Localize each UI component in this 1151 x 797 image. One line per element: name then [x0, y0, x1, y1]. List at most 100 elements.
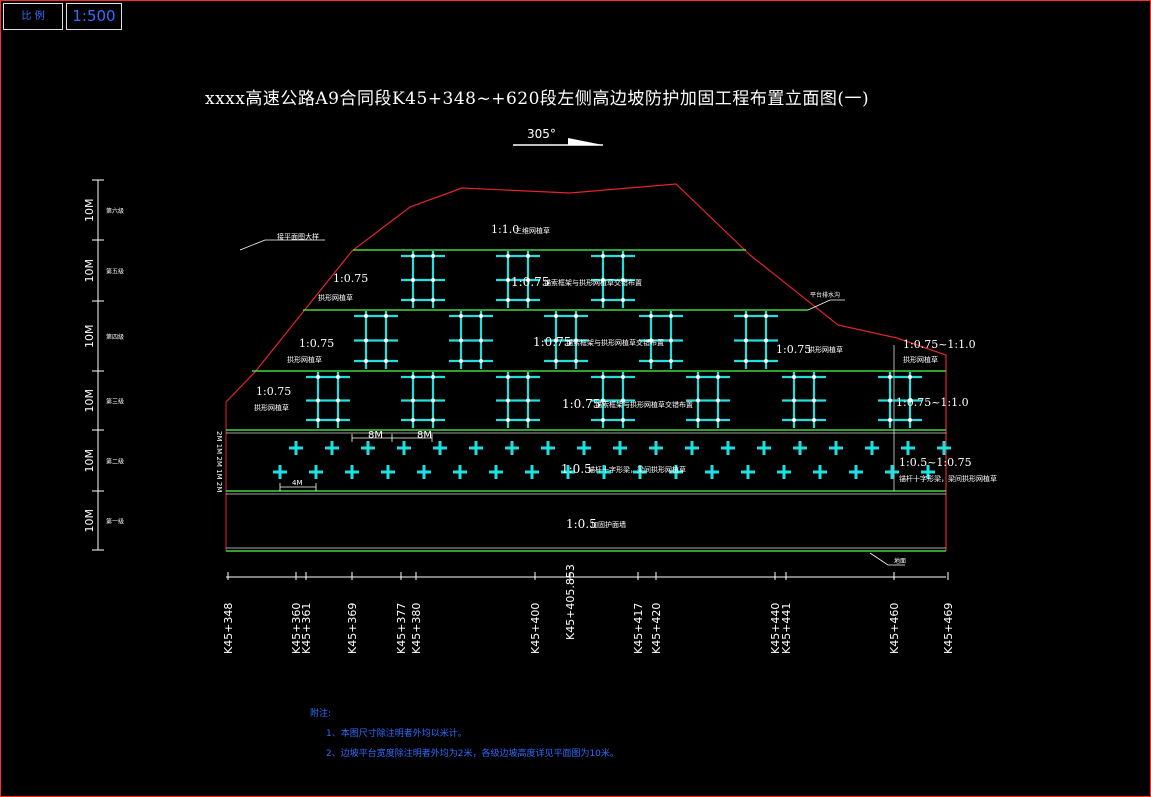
cross-beam-icon — [381, 465, 395, 479]
direction-arrow-icon — [568, 138, 603, 145]
cross-beam-icon — [901, 441, 915, 455]
cross-beam-icon — [273, 465, 287, 479]
slope-4-mid-desc: 锚索框架与拱形网植草交错布置 — [566, 338, 664, 347]
chainage-label: K45+441 — [780, 603, 793, 654]
cross-beam-icon — [685, 441, 699, 455]
cross-beam-icon — [613, 441, 627, 455]
direction-angle: 305° — [527, 127, 556, 141]
slope-5-left-desc: 拱形网植草 — [318, 293, 353, 302]
terrain-profile — [225, 183, 947, 551]
slope-3-mid-desc: 锚索框架与拱形网植草交错布置 — [595, 400, 693, 409]
level-name: 第三级 — [106, 398, 124, 406]
cross-beams — [273, 441, 951, 479]
chainage-label: K45+440 — [769, 603, 782, 654]
slope-4-right-desc: 拱形网植草 — [808, 345, 843, 354]
slope-4-right-ratio: 1:0.75 — [776, 343, 811, 356]
cross-beam-icon — [577, 441, 591, 455]
note-1: 1、本图尺寸除注明者外均以米计。 — [326, 729, 467, 739]
slope-1-mid-ratio: 1:0.5 — [566, 517, 597, 531]
anchor-frame — [782, 372, 826, 428]
slope-4-left-ratio: 1:0.75 — [299, 337, 334, 350]
cross-beam-icon — [741, 465, 755, 479]
level-height-label: 10M — [83, 259, 96, 283]
cross-beam-icon — [829, 441, 843, 455]
cross-beam-icon — [397, 441, 411, 455]
callout-top-left: 接平面图大样 — [277, 232, 319, 241]
slope-4-far-desc: 拱形网植草 — [903, 355, 938, 364]
chainage-label: K45+380 — [410, 603, 423, 654]
slope-labels: 1:1.0 三维网植草 1:0.75 拱形网植草 1:0.75 锚索框架与拱形网… — [254, 223, 997, 531]
level-height-label: 10M — [83, 325, 96, 349]
level-height-label: 10M — [83, 509, 96, 533]
anchor-frame — [496, 251, 540, 308]
anchor-frame — [449, 311, 493, 369]
cross-beam-icon — [345, 465, 359, 479]
cross-beam-icon — [721, 441, 735, 455]
slope-2-far-desc: 锚杆十字形梁，梁间拱形网植草 — [899, 474, 997, 483]
level-height-label: 10M — [83, 389, 96, 413]
drawing-title: xxxx高速公路A9合同段K45+348~+620段左侧高边坡防护加固工程布置立… — [205, 89, 870, 109]
cross-beam-icon — [325, 441, 339, 455]
notes-block: 附注: 1、本图尺寸除注明者外均以米计。 2、边坡平台宽度除注明者外均为2米，各… — [310, 704, 619, 764]
slope-4-far-ratio: 1:0.75~1:1.0 — [903, 338, 976, 351]
cross-beam-icon — [469, 441, 483, 455]
slope-3-left-desc: 拱形网植草 — [254, 403, 289, 412]
slope-2-mid-ratio: 1:0.5 — [561, 462, 592, 476]
anchor-frame — [496, 372, 540, 428]
slope-6-desc: 三维网植草 — [515, 226, 550, 235]
level-height-label: 10M — [83, 199, 96, 223]
dim-8m-2: 8M — [417, 430, 432, 441]
chainage-label: K45+348 — [222, 603, 235, 654]
anchor-frame — [401, 372, 445, 428]
level-name: 第五级 — [106, 268, 124, 276]
slope-2-far-ratio: 1:0.5~1:0.75 — [899, 456, 972, 469]
chainage-label: K45+417 — [632, 603, 645, 654]
cross-beam-icon — [649, 441, 663, 455]
cross-beam-icon — [813, 465, 827, 479]
anchor-frame — [354, 311, 398, 369]
anchor-frame — [544, 311, 588, 369]
chainage-label: K45+369 — [346, 603, 359, 654]
cross-beam-icon — [541, 441, 555, 455]
anchor-frame — [686, 372, 730, 428]
cross-beam-icon — [865, 441, 879, 455]
anchor-frame — [401, 251, 445, 308]
chainage-label: K45+460 — [888, 603, 901, 654]
berm-lines — [226, 249, 946, 552]
anchor-frame — [591, 372, 635, 428]
chainage-label: K45+361 — [300, 603, 313, 654]
cross-beam-icon — [705, 465, 719, 479]
cross-beam-icon — [633, 465, 647, 479]
callout-platform: 平台排水沟 — [810, 291, 840, 299]
level-name: 第一级 — [106, 518, 124, 526]
notes-heading: 附注: — [310, 709, 332, 719]
callout-leader-ground — [869, 552, 905, 566]
scale-value: 1:500 — [66, 3, 122, 30]
note-2: 2、边坡平台宽度除注明者外均为2米，各级边坡高度详见平面图为10米。 — [326, 749, 619, 759]
cross-beam-icon — [361, 441, 375, 455]
cross-beam-icon — [793, 441, 807, 455]
slope-3-mid-ratio: 1:0.75 — [562, 397, 600, 411]
chainage-label: K45+377 — [395, 603, 408, 654]
anchor-frame — [306, 372, 350, 428]
slope-6-ratio: 1:1.0 — [491, 223, 519, 236]
anchor-frames — [306, 251, 922, 428]
callout-leader-platform — [807, 299, 845, 311]
cross-beam-icon — [921, 465, 935, 479]
slope-2-mid-desc: 锚杆十字形梁，梁间拱形网植草 — [588, 465, 686, 474]
cross-beam-icon — [489, 465, 503, 479]
level-name: 第四级 — [106, 333, 124, 341]
cross-beam-icon — [417, 465, 431, 479]
cross-beam-icon — [289, 441, 303, 455]
cross-beam-icon — [505, 441, 519, 455]
dim-8m-1: 8M — [368, 430, 383, 441]
anchor-frame — [734, 311, 778, 369]
anchor-frame — [639, 311, 683, 369]
slope-5-left-ratio: 1:0.75 — [333, 272, 368, 285]
slope-1-mid-desc: 加固护面墙 — [591, 520, 626, 529]
cross-beam-icon — [849, 465, 863, 479]
slope-3-left-ratio: 1:0.75 — [256, 385, 291, 398]
